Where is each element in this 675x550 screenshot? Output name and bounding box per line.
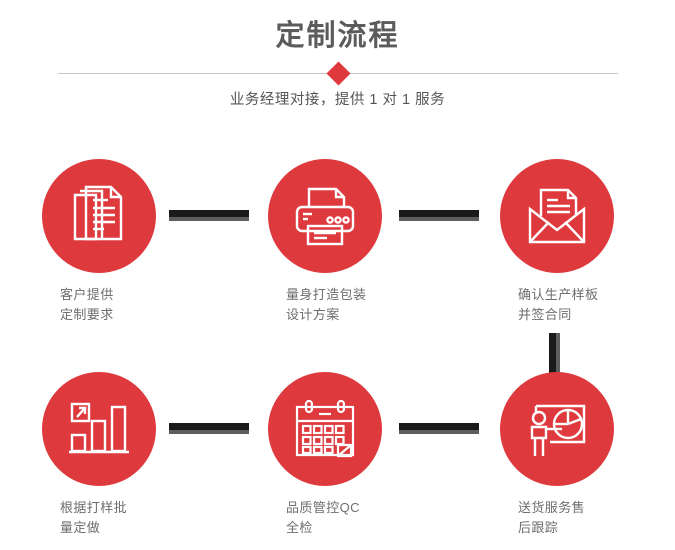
step-circle[interactable] — [42, 159, 156, 273]
step-caption: 确认生产样板 并签合同 — [518, 285, 658, 325]
step-circle[interactable] — [268, 159, 382, 273]
caption-line-2: 后跟踪 — [518, 520, 559, 535]
connector-step2-step3 — [399, 210, 479, 221]
step-circle[interactable] — [42, 372, 156, 486]
connector-bar — [399, 423, 479, 430]
connector-step1-step2 — [169, 210, 249, 221]
connector-bar — [549, 333, 556, 375]
caption-line-2: 设计方案 — [286, 307, 340, 322]
connector-shadow — [399, 430, 479, 434]
caption-line-2: 定制要求 — [60, 307, 114, 322]
step-caption: 根据打样批 量定做 — [60, 498, 200, 538]
caption-line-1: 客户提供 — [60, 287, 114, 302]
caption-line-2: 全检 — [286, 520, 313, 535]
connector-bar — [169, 423, 249, 430]
step-caption: 送货服务售 后跟踪 — [518, 498, 658, 538]
connector-step5-step6 — [399, 423, 479, 434]
step-caption: 量身打造包装 设计方案 — [286, 285, 426, 325]
page-subtitle: 业务经理对接，提供 1 对 1 服务 — [229, 92, 446, 108]
caption-line-1: 确认生产样板 — [518, 287, 599, 302]
caption-line-1: 根据打样批 — [60, 500, 128, 515]
step-caption: 品质管控QC 全检 — [286, 498, 426, 538]
step-caption: 客户提供 定制要求 — [60, 285, 200, 325]
page-title: 定制流程 — [275, 20, 400, 52]
caption-line-1: 量身打造包装 — [286, 287, 367, 302]
connector-shadow — [169, 430, 249, 434]
connector-shadow — [169, 217, 249, 221]
header: 定制流程 业务经理对接，提供 1 对 1 服务 — [0, 0, 675, 130]
connector-bar — [399, 210, 479, 217]
connector-step3-step6 — [549, 333, 560, 375]
step-circle[interactable] — [500, 372, 614, 486]
caption-line-2: 并签合同 — [518, 307, 572, 322]
connector-shadow — [399, 217, 479, 221]
step-circle[interactable] — [500, 159, 614, 273]
step-circle[interactable] — [268, 372, 382, 486]
caption-line-1: 送货服务售 — [518, 500, 586, 515]
caption-line-2: 量定做 — [60, 520, 101, 535]
title-divider — [58, 61, 618, 86]
caption-line-1: 品质管控QC — [286, 500, 360, 515]
connector-bar — [169, 210, 249, 217]
connector-shadow — [556, 333, 560, 375]
connector-step4-step5 — [169, 423, 249, 434]
